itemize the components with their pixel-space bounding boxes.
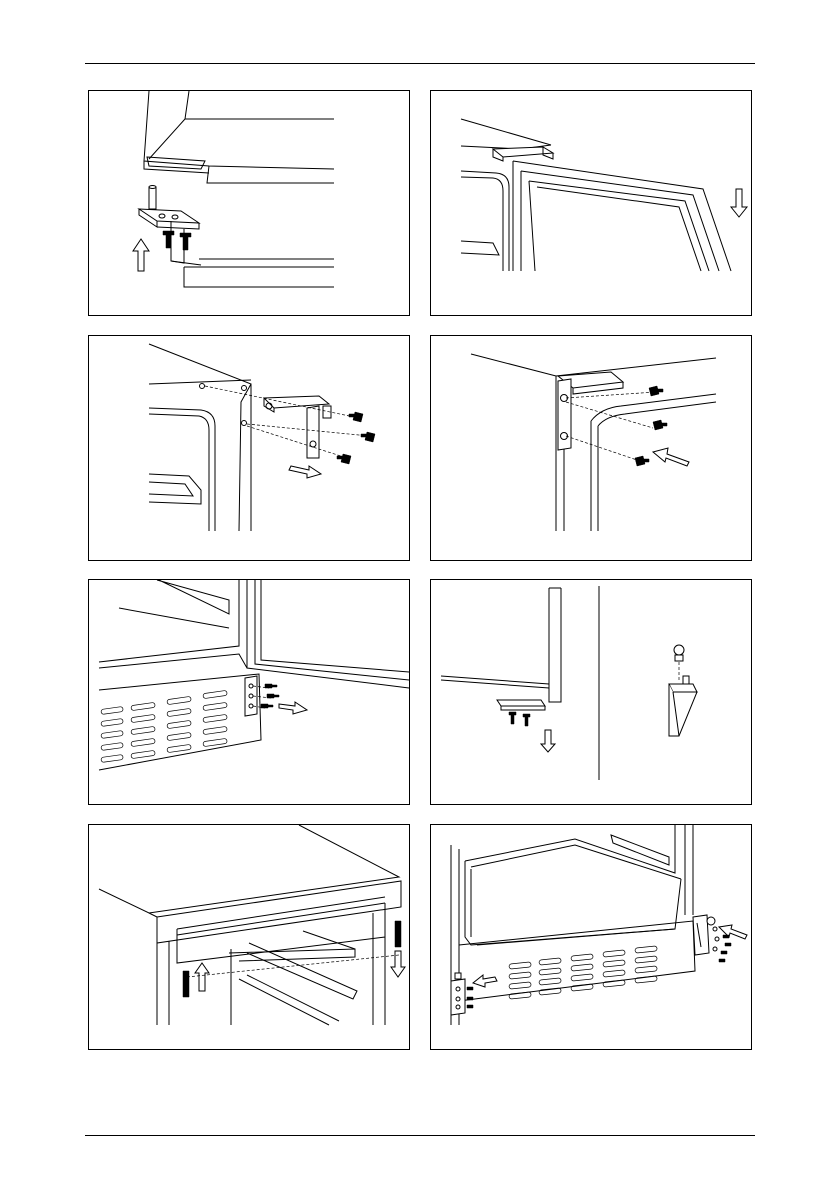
- top-cover-icon: [157, 881, 401, 1025]
- bottom-hinge-icon: [693, 915, 719, 955]
- door-icon: [441, 588, 561, 702]
- figure-1-top-hinge-removal: [88, 90, 410, 316]
- alignment-line: [187, 955, 399, 977]
- arrow-left-icon: [473, 975, 497, 987]
- cabinet-lower-edge: [184, 259, 334, 287]
- screw-icon: [509, 712, 530, 726]
- arrow-up-icon: [133, 239, 149, 271]
- arrow-left-icon: [653, 448, 689, 466]
- figure-8-bottom-hinge-install: [430, 824, 752, 1050]
- hinge-plate-icon: [497, 700, 545, 710]
- arrow-right-icon: [279, 702, 307, 714]
- hinge-bracket-icon: [493, 147, 553, 161]
- screw-icon: [467, 987, 473, 1008]
- door-icon: [513, 161, 731, 271]
- figure-7-top-cover-refit: [88, 824, 410, 1050]
- cabinet-body: [461, 119, 551, 271]
- vent-grille-icon: [99, 674, 261, 770]
- arrow-right-icon: [289, 466, 321, 478]
- header-rule: [85, 63, 755, 64]
- screw-icon: [337, 412, 375, 464]
- hinge-bracket-icon: [139, 186, 201, 266]
- cabinet-body: [149, 344, 251, 531]
- shelf-rails: [229, 931, 357, 1025]
- alignment-lines: [566, 392, 656, 460]
- bottom-hinge-icon: [451, 973, 465, 1015]
- screw-icon: [719, 935, 731, 962]
- figure-3-hinge-transfer-right: [88, 335, 410, 561]
- figure-2-door-removal: [430, 90, 752, 316]
- figure-5-bottom-hinge-removal: [88, 579, 410, 805]
- door-frame: [99, 580, 409, 688]
- screw-icon: [635, 386, 667, 466]
- hinge-pin-icon: [669, 645, 697, 736]
- figure-6-door-pin-transfer: [430, 579, 752, 805]
- arrow-down-icon: [731, 189, 747, 217]
- arrow-up-icon: [195, 963, 209, 991]
- screw-icon: [163, 231, 191, 250]
- arrow-down-icon: [541, 730, 555, 752]
- vent-grille-icon: [459, 921, 695, 1001]
- figure-4-hinge-install-left: [430, 335, 752, 561]
- cabinet-top-corner: [144, 91, 334, 183]
- footer-rule: [85, 1135, 755, 1136]
